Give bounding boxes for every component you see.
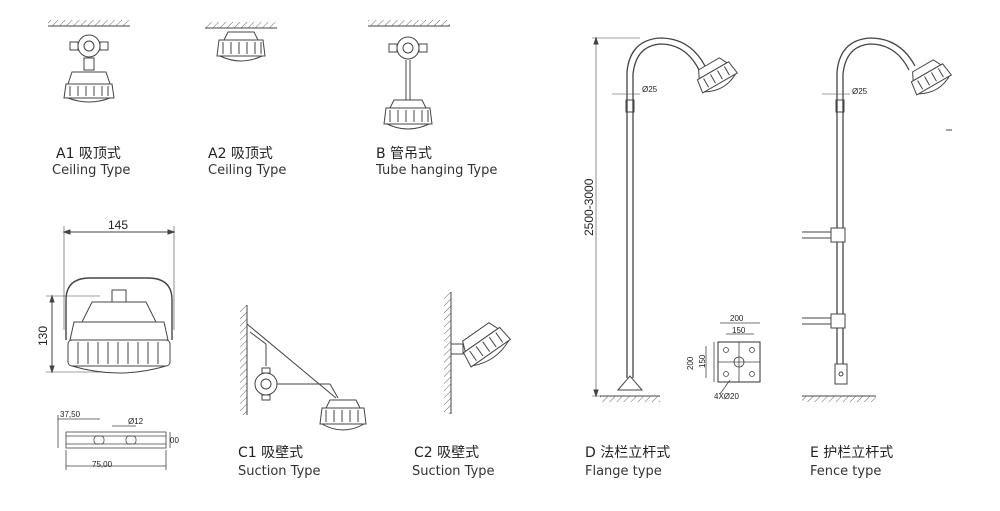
caption-c1-code: C1 吸壁式 xyxy=(238,445,304,461)
caption-c1-name: Suction Type xyxy=(238,464,321,479)
diagram-c1-wall xyxy=(240,305,367,431)
dim-flange-outer: 200 xyxy=(730,314,744,323)
dim-lamp-height: 130 xyxy=(36,325,50,346)
dim-bracket-c: 75,00 xyxy=(92,460,113,469)
dim-bracket-a: 37,50 xyxy=(60,410,81,419)
caption-a1-code: A1 吸顶式 xyxy=(56,146,121,162)
dim-flange-inner-v: 150 xyxy=(698,354,707,368)
diagram-e-fence-pole xyxy=(802,37,953,402)
caption-a1-name: Ceiling Type xyxy=(52,163,131,178)
dim-flange-holes: 4XØ20 xyxy=(714,392,739,401)
caption-c2-name: Suction Type xyxy=(412,464,495,479)
diagram-a1-ceiling xyxy=(48,20,130,103)
caption-b-code: B 管吊式 xyxy=(376,146,433,162)
diagram-a2-ceiling xyxy=(205,22,277,62)
dim-pole-dia-e: Ø25 xyxy=(852,87,868,96)
caption-b-name: Tube hanging Type xyxy=(376,163,498,178)
diagram-c2-wall xyxy=(444,292,512,414)
caption-d-name: Flange type xyxy=(585,464,662,479)
caption-e-name: Fence type xyxy=(810,464,882,479)
dim-pole-height: 2500-3000 xyxy=(582,178,596,236)
caption-d-code: D 法栏立杆式 xyxy=(585,445,671,461)
dim-lamp-width: 145 xyxy=(108,218,129,232)
diagram-flange-plate xyxy=(705,322,761,395)
caption-e-code: E 护栏立杆式 xyxy=(810,445,894,461)
diagram-bracket-detail xyxy=(57,415,171,470)
caption-a2-code: A2 吸顶式 xyxy=(208,146,273,162)
dim-bracket-d: 00 xyxy=(170,436,179,445)
dim-flange-outer-v: 200 xyxy=(686,356,695,370)
dim-bracket-b: Ø12 xyxy=(128,417,144,426)
diagram-front-view xyxy=(46,226,176,374)
diagram-d-flange-pole xyxy=(592,36,739,402)
diagram-b-tube-hanging xyxy=(368,20,450,130)
dim-flange-inner: 150 xyxy=(732,326,746,335)
caption-a2-name: Ceiling Type xyxy=(208,163,287,178)
dim-pole-dia-d: Ø25 xyxy=(642,85,658,94)
caption-c2-code: C2 吸壁式 xyxy=(414,445,480,461)
